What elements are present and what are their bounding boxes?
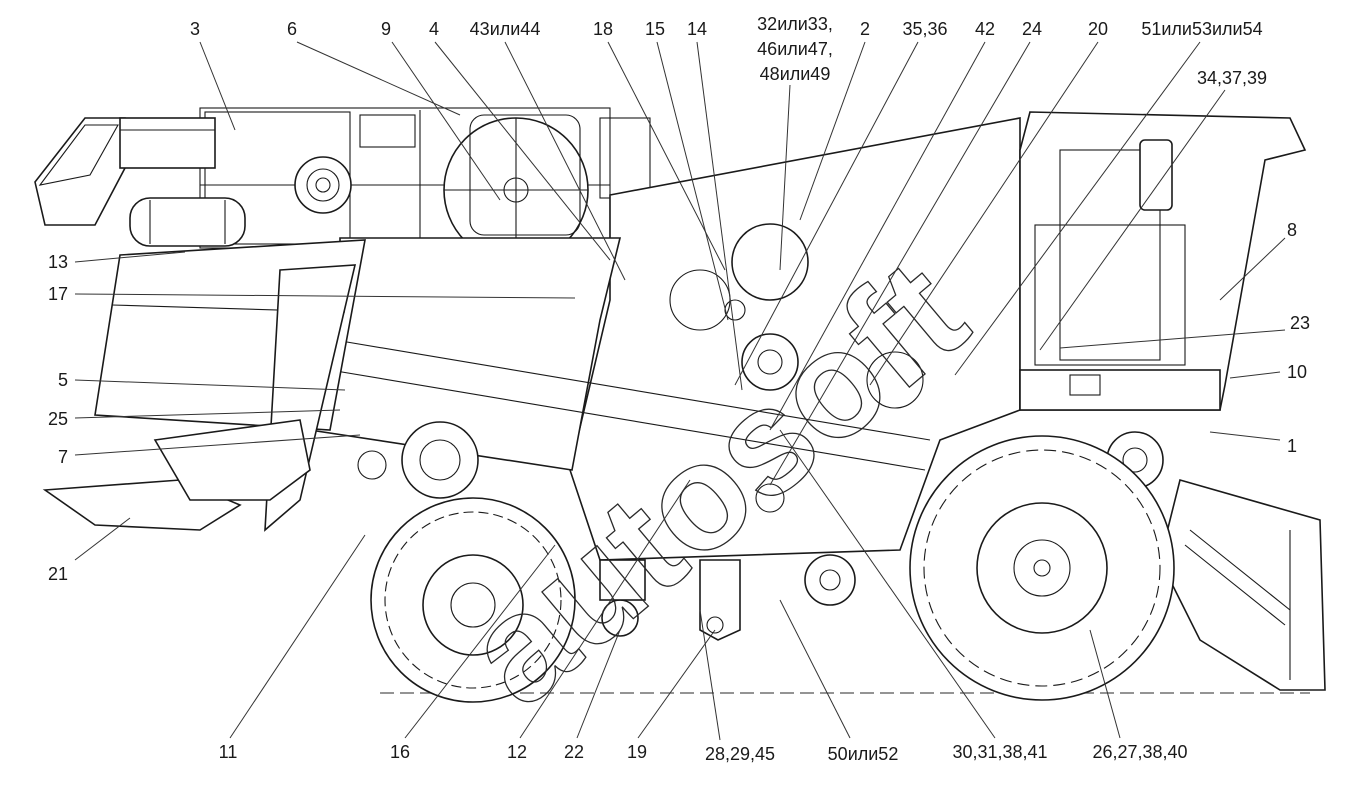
label-1: 1 [1287,436,1297,456]
label-14: 14 [687,19,707,39]
header [1159,479,1326,691]
label-32b: 46или47, [757,39,833,59]
label-26: 26,27,38,40 [1092,742,1187,762]
rotary-screen [443,114,589,263]
label-24: 24 [1022,19,1042,39]
label-20: 20 [1088,19,1108,39]
label-43: 43или44 [470,19,541,39]
label-5: 5 [58,370,68,390]
unloading-auger [34,117,216,226]
rear-wheel [370,497,576,703]
label-11: 11 [219,742,238,762]
leader-lines [74,41,1286,741]
label-30: 30,31,38,41 [952,742,1047,762]
label-32a: 32или33, [757,14,833,34]
label-16: 16 [390,742,410,762]
label-35: 35,36 [902,19,947,39]
label-32c: 48или49 [760,64,831,84]
label-15: 15 [645,19,665,39]
rear-spreader [42,419,311,531]
label-42: 42 [975,19,995,39]
label-12: 12 [507,742,527,762]
label-28: 28,29,45 [705,744,775,764]
label-4: 4 [429,19,439,39]
label-18: 18 [593,19,613,39]
cab [1019,111,1307,411]
fuel-tank [129,197,246,247]
label-17: 17 [48,284,68,304]
callout-labels: 3 6 9 4 43или44 18 15 14 32или33, 46или4… [48,14,1310,764]
label-8: 8 [1287,220,1297,240]
label-21: 21 [48,564,68,584]
label-19: 19 [627,742,647,762]
label-2: 2 [860,19,870,39]
label-25: 25 [48,409,68,429]
label-51: 51или53или54 [1141,19,1262,39]
drive-pulleys [357,223,1164,641]
label-34: 34,37,39 [1197,68,1267,88]
label-7: 7 [58,447,68,467]
label-22: 22 [564,742,584,762]
label-6: 6 [287,19,297,39]
label-9: 9 [381,19,391,39]
front-wheel [909,435,1175,701]
label-13: 13 [48,252,68,272]
label-23: 23 [1290,313,1310,333]
label-3: 3 [190,19,200,39]
label-50: 50или52 [828,744,899,764]
label-10: 10 [1287,362,1307,382]
engine-air-intake [294,156,352,214]
